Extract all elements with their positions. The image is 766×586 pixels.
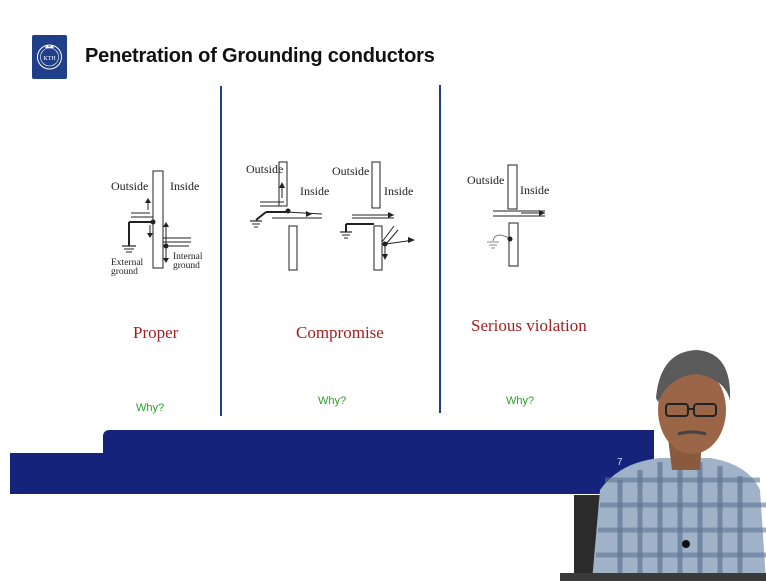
page-number: 7	[617, 457, 623, 468]
caption-compromise: Compromise	[296, 323, 384, 342]
caption-proper: Proper	[133, 323, 179, 342]
why-proper: Why?	[136, 402, 165, 414]
panel-divider	[439, 85, 441, 413]
why-serious-violation: Why?	[506, 395, 535, 407]
diagram-serious-violation: Outside Inside	[465, 163, 565, 273]
inside-label: Inside	[520, 183, 550, 197]
footer-bar	[103, 430, 654, 455]
kth-logo: KTH	[32, 35, 67, 79]
slide-title: Penetration of Grounding conductors	[85, 45, 435, 67]
footer-bar	[10, 453, 654, 494]
caption-serious-violation: Serious violation	[471, 316, 587, 335]
outside-label: Outside	[246, 162, 284, 176]
compromise-schematic	[250, 161, 415, 271]
why-compromise: Why?	[318, 395, 347, 407]
diagram-compromise: Outside Inside Outside Inside	[244, 160, 424, 275]
panel-divider	[220, 86, 222, 416]
inside-label: Inside	[384, 184, 414, 198]
svg-text:KTH: KTH	[43, 56, 56, 62]
outside-label: Outside	[467, 173, 505, 187]
serious-violation-schematic	[487, 164, 545, 267]
presenter-video	[555, 330, 766, 581]
proper-schematic	[122, 170, 191, 269]
inside-label: Inside	[170, 179, 200, 193]
outside-label: Outside	[111, 179, 149, 193]
outside-label: Outside	[332, 164, 370, 178]
inside-label: Inside	[300, 184, 330, 198]
